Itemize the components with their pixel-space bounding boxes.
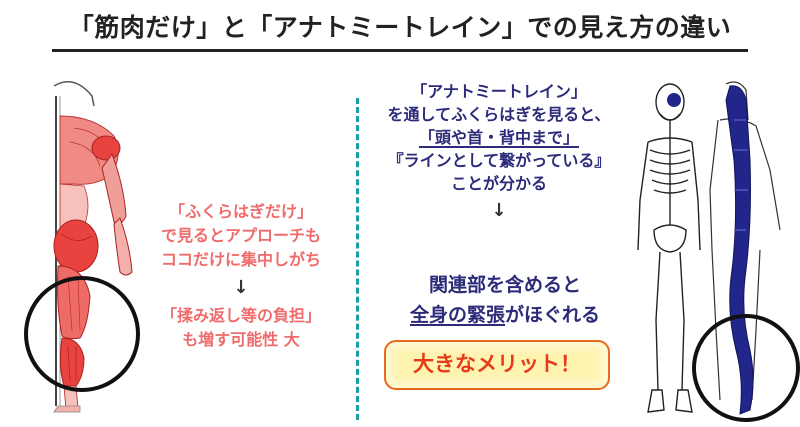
center-divider <box>356 98 359 420</box>
right-line-1: 「アナトミートレイン」 <box>411 82 587 101</box>
right-main-line-1: 関連部を含めると <box>428 274 581 296</box>
right-line-2: を通してふくらはぎを見ると、 <box>387 105 611 124</box>
right-main-line-2: 全身の緊張がほぐれる <box>380 300 630 330</box>
back-line-figure <box>690 80 800 425</box>
down-arrow-icon: ↓ <box>491 200 507 221</box>
right-description: 「アナトミートレイン」 を通してふくらはぎを見ると、 「頭や首・背中まで」 『ラ… <box>364 80 634 227</box>
left-line-3: ココだけに集中しがち <box>160 250 321 269</box>
right-line-3: 「頭や首・背中まで」 <box>418 128 579 147</box>
page-title: 「筋肉だけ」と「アナトミートレイン」での見え方の違い <box>68 13 732 42</box>
title-underline <box>52 49 748 52</box>
down-arrow-icon: ↓ <box>233 277 249 298</box>
left-description: 「ふくらはぎだけ」 で見るとアプローチも ココだけに集中しがち ↓ 「揉み返し等… <box>126 200 356 352</box>
full-body-tension-label: 全身の緊張 <box>409 304 505 326</box>
relieved-label: がほぐれる <box>505 304 601 326</box>
right-conclusion: 関連部を含めると 全身の緊張がほぐれる <box>380 270 630 330</box>
left-line-1: 「ふくらはぎだけ」 <box>168 202 313 221</box>
left-line-4: 「揉み返し等の負担」 <box>160 306 321 325</box>
left-line-5: も増す可能性 大 <box>182 330 300 349</box>
skeleton-figure <box>628 80 708 420</box>
right-line-4: 『ラインとして繋がっている』 <box>387 151 611 170</box>
right-line-5: ことが分かる <box>450 174 547 193</box>
big-merit-badge: 大きなメリット！ <box>384 340 610 390</box>
left-line-2: で見るとアプローチも <box>160 226 321 245</box>
muscle-figure <box>14 76 164 426</box>
